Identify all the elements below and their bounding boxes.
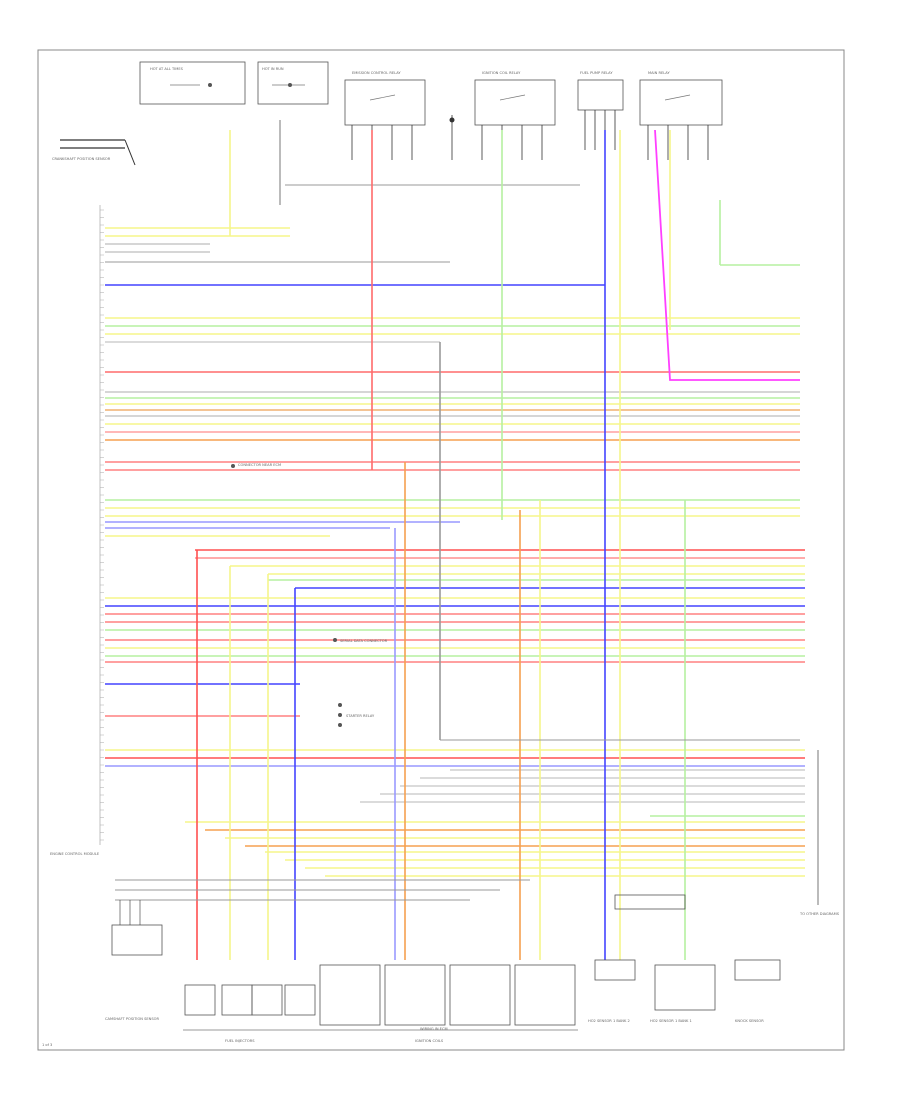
relay-label-1: EMISSION CONTROL RELAY bbox=[352, 71, 401, 75]
diagram-frame bbox=[37, 49, 845, 1051]
relay-label-3: FUEL PUMP RELAY bbox=[580, 71, 613, 75]
crank-sensor-group: CRANKSHAFT POSITION SENSOR bbox=[52, 139, 136, 166]
relay-label-2: IGNITION COIL RELAY bbox=[482, 71, 521, 75]
center-label: WIRING IN ECM bbox=[420, 1027, 448, 1031]
connector-near-ecm-label: CONNECTOR NEAR ECM bbox=[238, 463, 281, 467]
ho2-right-label: HO2 SENSOR 1 BANK 1 bbox=[650, 1019, 692, 1023]
wire-magenta bbox=[654, 129, 800, 381]
hot-at-all-times-label: HOT AT ALL TIMES bbox=[150, 67, 184, 71]
cam-sensor-label: CAMSHAFT POSITION SENSOR bbox=[105, 1017, 159, 1021]
relay-label-4: MAIN RELAY bbox=[648, 71, 670, 75]
wire-layer bbox=[105, 120, 805, 960]
bottom-components: CAMSHAFT POSITION SENSOR FUEL INJECTORS … bbox=[105, 894, 781, 1043]
ecm-pin-column: ENGINE CONTROL MODULE bbox=[50, 205, 104, 856]
serial-data-label: SERIAL DATA CONNECTOR bbox=[340, 639, 388, 643]
ignition-label: IGNITION COILS bbox=[415, 1039, 444, 1043]
page-label: 1 of 3 bbox=[42, 1043, 52, 1047]
starter-relay-label: STARTER RELAY bbox=[346, 714, 375, 718]
injectors-label: FUEL INJECTORS bbox=[225, 1039, 255, 1043]
crank-sensor-label: CRANKSHAFT POSITION SENSOR bbox=[52, 157, 111, 161]
knock-sensor-label: KNOCK SENSOR bbox=[735, 1019, 764, 1023]
top-left-switch-group: HOT AT ALL TIMES HOT IN RUN bbox=[139, 61, 329, 105]
mid-annotations: CONNECTOR NEAR ECM SERIAL DATA CONNECTOR… bbox=[231, 463, 388, 727]
ho2-left-label: HO2 SENSOR 1 BANK 2 bbox=[588, 1019, 630, 1023]
relay-group: EMISSION CONTROL RELAY IGNITION COIL REL… bbox=[285, 71, 723, 186]
ecm-label: ENGINE CONTROL MODULE bbox=[50, 852, 100, 856]
right-connector-block: TO OTHER DIAGRAMS bbox=[799, 750, 840, 916]
right-connector-label: TO OTHER DIAGRAMS bbox=[799, 912, 840, 916]
hot-in-run-label: HOT IN RUN bbox=[262, 67, 284, 71]
